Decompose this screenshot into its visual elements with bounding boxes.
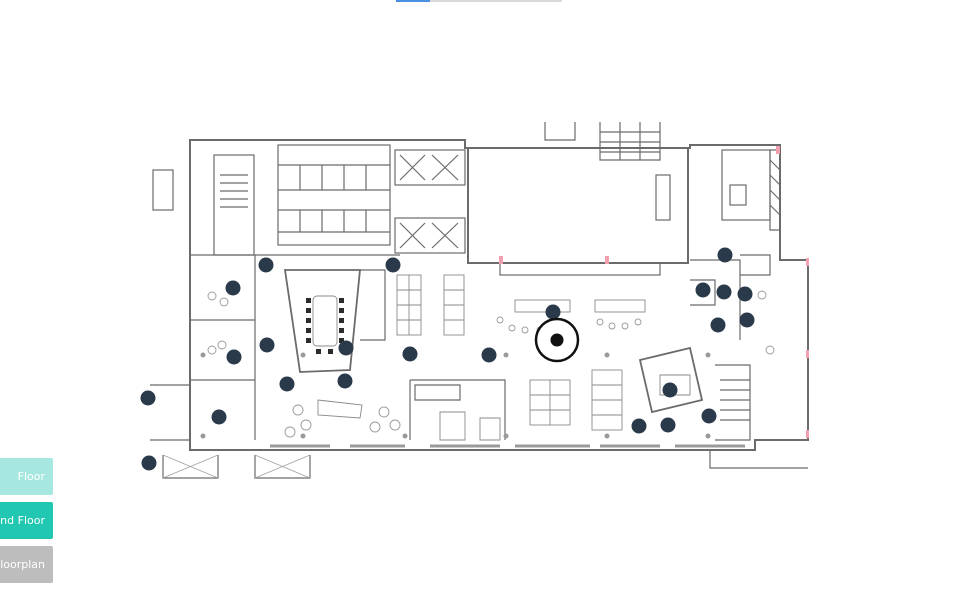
ground-floor-button[interactable]: und Floor — [0, 502, 53, 539]
navigation-point-icon[interactable] — [258, 257, 274, 273]
top-tab-active[interactable] — [396, 0, 430, 2]
navigation-point-icon[interactable] — [662, 382, 678, 398]
navigation-point-icon[interactable] — [660, 417, 676, 433]
first-floor-button[interactable]: Floor — [0, 458, 53, 495]
navigation-point-icon[interactable] — [631, 418, 647, 434]
top-tab-bar — [430, 0, 562, 2]
current-position-marker-icon[interactable] — [534, 317, 580, 363]
navigation-point-icon[interactable] — [402, 346, 418, 362]
navigation-point-icon[interactable] — [716, 284, 732, 300]
navigation-point-icon[interactable] — [225, 280, 241, 296]
navigation-point-icon[interactable] — [717, 247, 733, 263]
navigation-point-icon[interactable] — [337, 373, 353, 389]
navigation-point-icon[interactable] — [710, 317, 726, 333]
navigation-point-icon[interactable] — [481, 347, 497, 363]
navigation-point-icon[interactable] — [140, 390, 156, 406]
ground-floor-button-label: und Floor — [0, 514, 45, 527]
navigation-point-icon[interactable] — [259, 337, 275, 353]
navigation-point-icon[interactable] — [385, 257, 401, 273]
navigation-point-icon[interactable] — [545, 304, 561, 320]
navigation-point-icon[interactable] — [701, 408, 717, 424]
floorplan-button-label: loorplan — [0, 558, 45, 571]
navigation-point-icon[interactable] — [737, 286, 753, 302]
navigation-point-icon[interactable] — [739, 312, 755, 328]
floorplan-furniture — [200, 146, 809, 441]
navigation-point-icon[interactable] — [338, 340, 354, 356]
navigation-point-icon[interactable] — [695, 282, 711, 298]
navigation-point-icon[interactable] — [211, 409, 227, 425]
floorplan-walls — [150, 122, 809, 479]
navigation-point-icon[interactable] — [226, 349, 242, 365]
navigation-point-icon[interactable] — [141, 455, 157, 471]
floorplan-toggle-button[interactable]: loorplan — [0, 546, 53, 583]
navigation-point-icon[interactable] — [279, 376, 295, 392]
navigation-hotspots — [140, 247, 755, 471]
first-floor-button-label: Floor — [17, 470, 45, 483]
